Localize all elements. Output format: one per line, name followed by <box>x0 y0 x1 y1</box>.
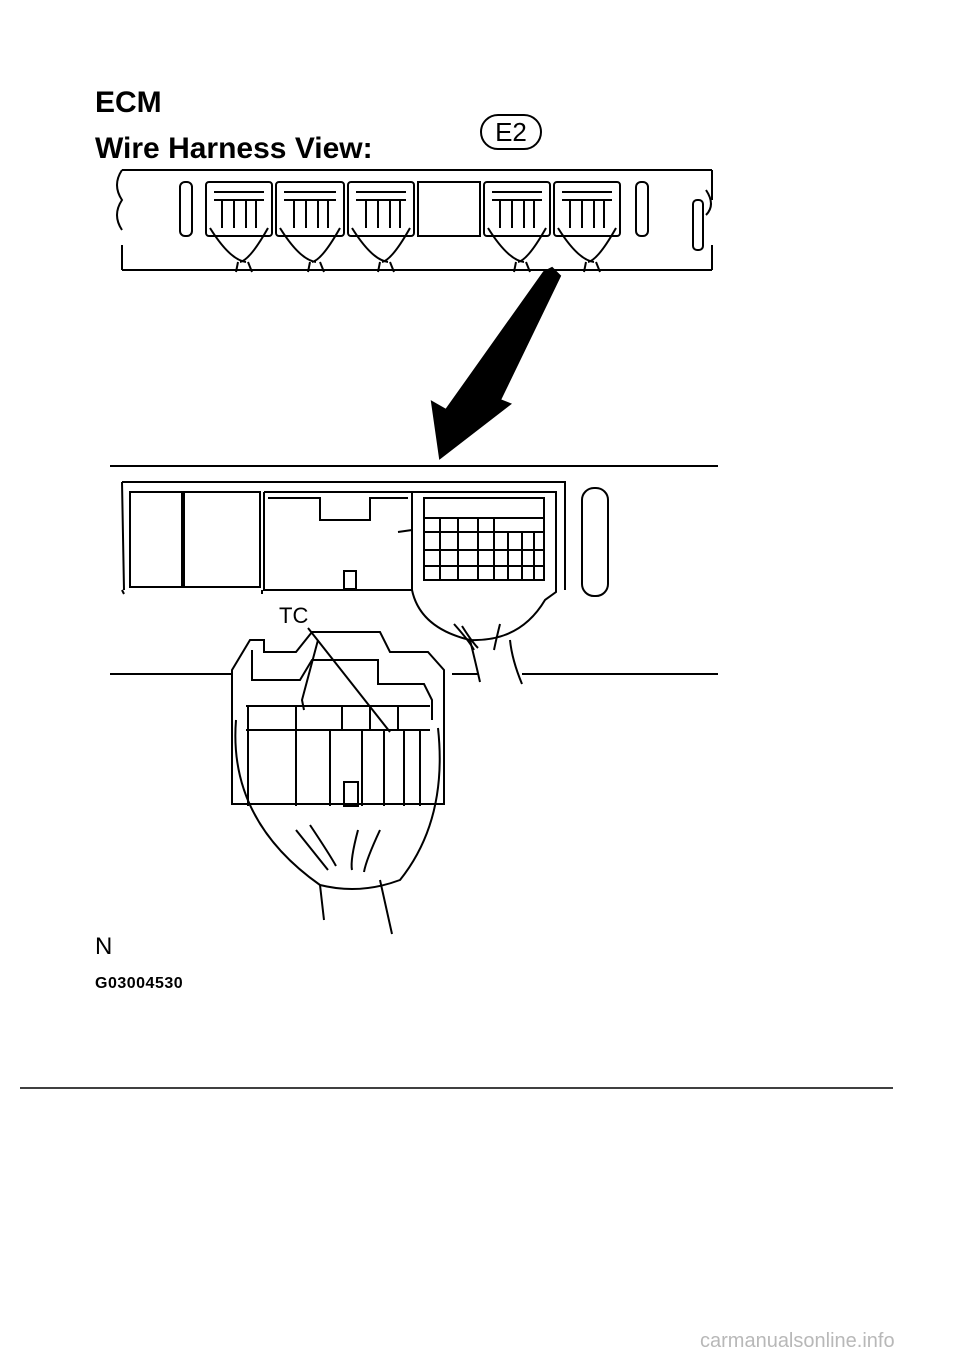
note-label: N <box>95 933 113 960</box>
overview-connector-3 <box>347 181 415 273</box>
overview-connector-e2 <box>483 181 551 273</box>
overview-connector-1 <box>205 181 273 273</box>
large-front-connector <box>231 627 445 935</box>
ecm-title: ECM <box>95 86 162 119</box>
watermark-link[interactable]: carmanualsonline.info <box>700 1330 895 1352</box>
wire-harness-view-title: Wire Harness View: <box>95 132 373 165</box>
connector-code-badge: E2 <box>480 114 542 150</box>
ecm-overview-housing <box>116 169 713 271</box>
figure-id: G03004530 <box>95 975 184 992</box>
overview-connector-2 <box>275 181 345 273</box>
enlarged-e2-connector <box>397 491 557 685</box>
zoom-arrow <box>430 266 562 460</box>
enlarged-housing <box>110 465 718 675</box>
tc-terminal-label: TC <box>279 603 309 628</box>
overview-connector-5 <box>553 181 621 273</box>
overview-empty-slot <box>417 181 481 237</box>
